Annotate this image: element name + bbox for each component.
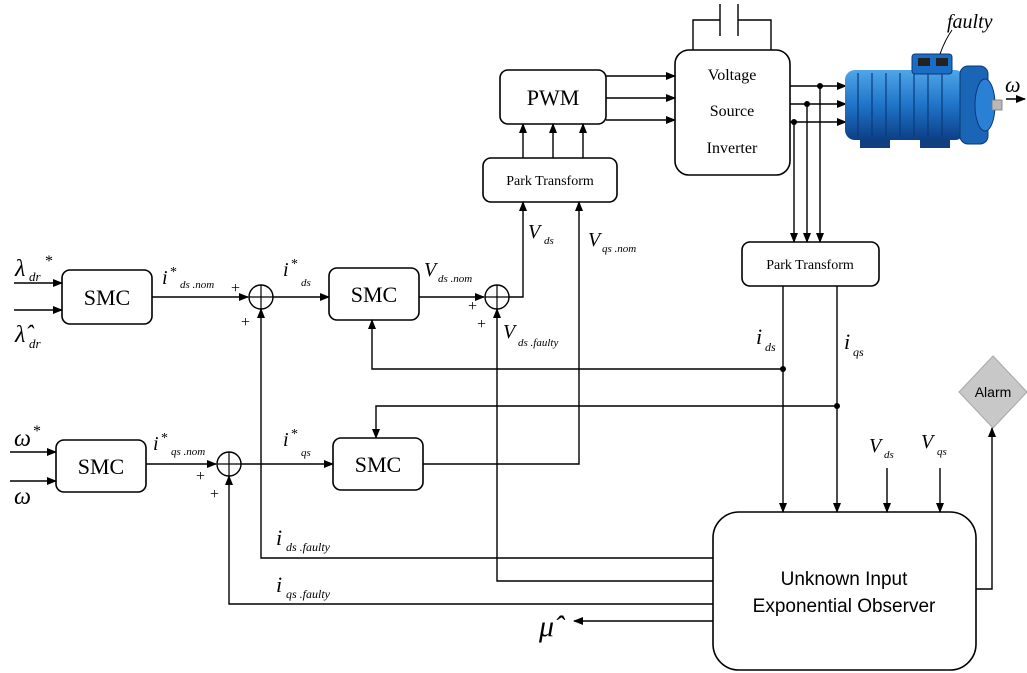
iqs-faulty-label: i qs .faulty [276,572,331,601]
ids-ref-label: i * ds [283,257,311,289]
lambda-ref-label: λ dr * [14,253,53,284]
svg-text:*: * [291,427,298,442]
unknown-input-observer-block: Unknown Input Exponential Observer [713,512,976,670]
svg-text:V: V [869,435,884,457]
smc-q-label: SMC [355,452,401,477]
svg-text:*: * [291,257,298,272]
voltage-source-inverter-block: Voltage Source Inverter [675,50,790,175]
observer-vqs-label: V qs [921,431,947,458]
ids-label: i ds [756,324,776,354]
smc-speed-block: SMC [56,440,146,492]
iqs-ref-label: i * qs [283,427,311,459]
faulty-label: faulty [947,11,993,33]
observer-line2: Exponential Observer [753,596,936,617]
svg-text:*: * [33,423,41,440]
svg-text:i: i [283,259,289,281]
park-transform-bottom-label: Park Transform [766,258,854,273]
svg-text:i: i [162,267,168,289]
mu-hat-label: μ̂ [538,610,566,643]
plus-sign: + [231,280,240,297]
motor-image [845,30,1002,148]
svg-text:qs .nom: qs .nom [171,446,205,458]
svg-text:V: V [528,221,543,243]
plus-sign: + [468,298,477,315]
smc-flux-block: SMC [62,270,152,324]
svg-text:ω: ω [14,426,31,452]
omega-measured-label: ω [14,484,31,510]
svg-text:dr: dr [29,336,42,351]
svg-text:ds .faulty: ds .faulty [286,540,331,554]
smc-speed-label: SMC [78,454,124,479]
plus-sign: + [210,486,219,503]
svg-text:i: i [844,329,850,354]
ids-nom-ref-label: i * ds .nom [162,265,214,291]
park-transform-top-block: Park Transform [483,158,617,202]
svg-text:i: i [153,433,159,455]
vsi-line2: Source [710,103,754,120]
plus-sign: + [196,468,205,485]
vsi-line1: Voltage [708,67,757,84]
vds-faulty-label: V ds .faulty [503,321,558,349]
svg-text:ds .faulty: ds .faulty [518,337,558,349]
iqs-label: i qs [844,329,864,359]
svg-text:*: * [161,431,168,446]
park-transform-bottom-block: Park Transform [742,242,879,286]
omega-ref-label: ω * [14,423,41,452]
svg-text:V: V [424,259,439,281]
ids-faulty-label: i ds .faulty [276,525,331,554]
svg-text:ds .nom: ds .nom [180,279,214,291]
vds-label: V ds [528,221,554,247]
plus-sign: + [477,316,486,333]
svg-text:qs: qs [853,345,864,359]
smc-d-block: SMC [329,268,419,320]
vsi-line3: Inverter [707,140,758,157]
svg-text:*: * [170,265,177,280]
omega-output-label: ω [1005,72,1021,97]
smc-d-label: SMC [351,282,397,307]
pwm-label: PWM [527,85,580,110]
svg-text:i: i [283,429,289,451]
svg-text:qs: qs [301,447,311,459]
vqs-nom-label: V qs .nom [588,229,636,255]
smc-q-block: SMC [333,438,423,490]
svg-text:dr: dr [29,269,42,284]
dc-link-capacitor [693,4,771,50]
pwm-block: PWM [500,70,606,124]
svg-text:ds: ds [765,340,776,354]
observer-line1: Unknown Input [781,569,908,590]
svg-text:qs .faulty: qs .faulty [286,587,331,601]
svg-text:i: i [756,324,762,349]
observer-vds-label: V ds [869,435,894,461]
svg-text:i: i [276,525,282,550]
plus-sign: + [241,314,250,331]
svg-text:ds: ds [301,277,311,289]
svg-text:i: i [276,572,282,597]
svg-text:V: V [503,321,518,343]
alarm-label: Alarm [975,384,1012,400]
svg-text:qs .nom: qs .nom [602,243,636,255]
park-transform-top-label: Park Transform [506,174,594,189]
vds-nom-label: V ds .nom [424,259,472,285]
svg-text:*: * [45,253,53,270]
sum-junction-q-current [217,452,241,476]
svg-text:ds: ds [544,235,554,247]
sum-junction-d-current [249,285,273,309]
lambda-hat-label: λ̂ dr [14,322,42,351]
smc-flux-label: SMC [84,285,130,310]
svg-text:ds .nom: ds .nom [438,273,472,285]
svg-text:λ: λ [14,256,25,282]
iqs-nom-ref-label: i * qs .nom [153,431,205,458]
svg-text:V: V [921,431,936,453]
sum-junction-d-voltage [485,285,509,309]
alarm-indicator: Alarm [959,356,1027,428]
svg-text:ds: ds [884,449,894,461]
svg-text:qs: qs [937,446,947,458]
svg-text:V: V [588,229,603,251]
